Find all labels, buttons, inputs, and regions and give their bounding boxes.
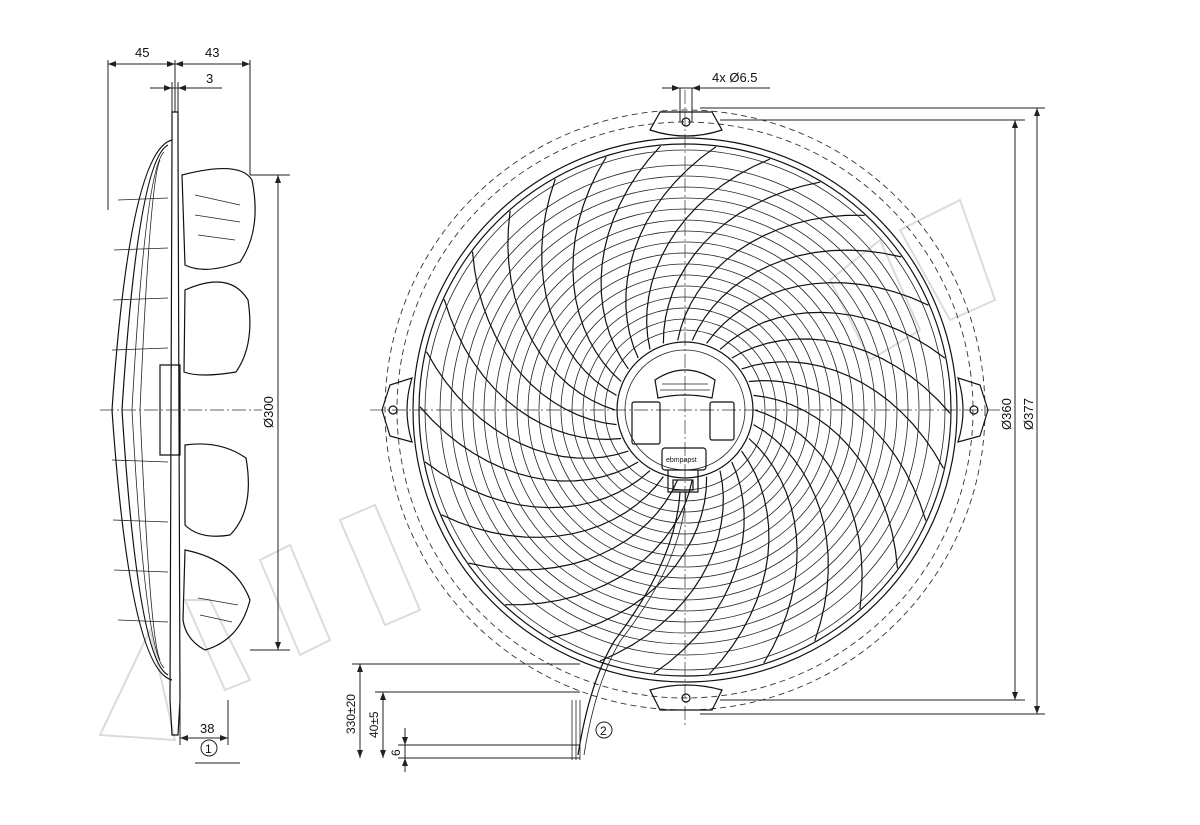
dim-outer-diameter: Ø377 [1021, 398, 1036, 430]
grille-spoke [653, 461, 745, 674]
grille-spoke [599, 470, 724, 662]
grille-spoke [419, 406, 639, 482]
grille-spoke [748, 438, 798, 664]
grille-spoke [441, 476, 664, 538]
grille-spoke [572, 156, 622, 382]
grille-spoke [706, 282, 929, 344]
grille-spokes [419, 145, 951, 675]
cable [577, 491, 681, 756]
grille-ring [549, 274, 821, 546]
callout-2-circle [595, 721, 613, 739]
grille-ring [439, 164, 931, 656]
grille-spoke [753, 394, 899, 569]
grille-spoke [691, 249, 902, 341]
grille-spoke [468, 479, 679, 571]
mount-tab-right [957, 377, 989, 443]
grille-spoke [646, 158, 771, 350]
grille-ribs-side [111, 197, 169, 623]
grille-spoke [731, 338, 951, 414]
dim-cable-length: 330±20 [344, 694, 358, 734]
grille-ring [472, 197, 898, 623]
grille-spoke [662, 181, 821, 344]
grille-spoke [471, 251, 617, 426]
watermark-logo [98, 198, 997, 742]
blades-side [181, 167, 256, 651]
dim-flange-thickness: 3 [206, 71, 213, 86]
grille-ring [450, 175, 920, 645]
grille-ring [538, 263, 832, 557]
grille-spoke [443, 299, 622, 441]
grille-spoke [541, 178, 617, 396]
grille-spoke [505, 479, 693, 606]
grille-spoke [625, 146, 717, 359]
motor-vent [654, 369, 716, 399]
grille-spoke [748, 379, 927, 521]
callout-side-view: 1 [205, 742, 212, 756]
dim-grille-depth: 38 [200, 721, 214, 736]
grille-ring [582, 307, 788, 513]
grille-ring [560, 285, 810, 535]
dim-mount-circle-diameter: Ø360 [999, 398, 1014, 430]
callout-cable: 2 [600, 724, 607, 738]
dim-depth-rear: 43 [205, 45, 219, 60]
grille-spoke [425, 351, 629, 459]
grille-spoke [719, 311, 946, 359]
grille-spoke [424, 461, 651, 509]
grille-spoke [677, 214, 865, 341]
mount-tab-bottom [649, 684, 723, 711]
grille-ring [461, 186, 909, 634]
dim-mount-holes: 4x Ø6.5 [712, 70, 758, 85]
side-view: 45 43 3 [100, 45, 290, 764]
grille-ring [483, 208, 887, 612]
dim-blade-diameter: Ø300 [261, 396, 276, 428]
grille-spoke [600, 145, 661, 370]
grille-ring [505, 230, 865, 590]
grille-spoke [549, 476, 708, 639]
motor-label-plate [631, 401, 661, 445]
grille-spoke [753, 424, 829, 642]
grille-spoke [507, 210, 616, 411]
grille-spoke [754, 409, 863, 610]
dim-cable-strip-length: 40±5 [367, 711, 381, 738]
grille-ring [516, 241, 854, 579]
connector-label: ebmpapst [666, 457, 697, 464]
grille-spoke [741, 361, 945, 469]
connector: ebmpapst [661, 447, 707, 493]
mount-tab-top [649, 111, 723, 137]
grille-ring [527, 252, 843, 568]
dim-wire-end-length: 6 [389, 749, 403, 756]
callout-1-circle [200, 739, 218, 757]
dim-depth-front: 45 [135, 45, 149, 60]
grille-ring [571, 296, 799, 524]
mount-tab-left [381, 377, 413, 443]
grille-spoke [709, 450, 770, 675]
front-view: ebmpapst 4x Ø6.5 [344, 70, 1045, 772]
